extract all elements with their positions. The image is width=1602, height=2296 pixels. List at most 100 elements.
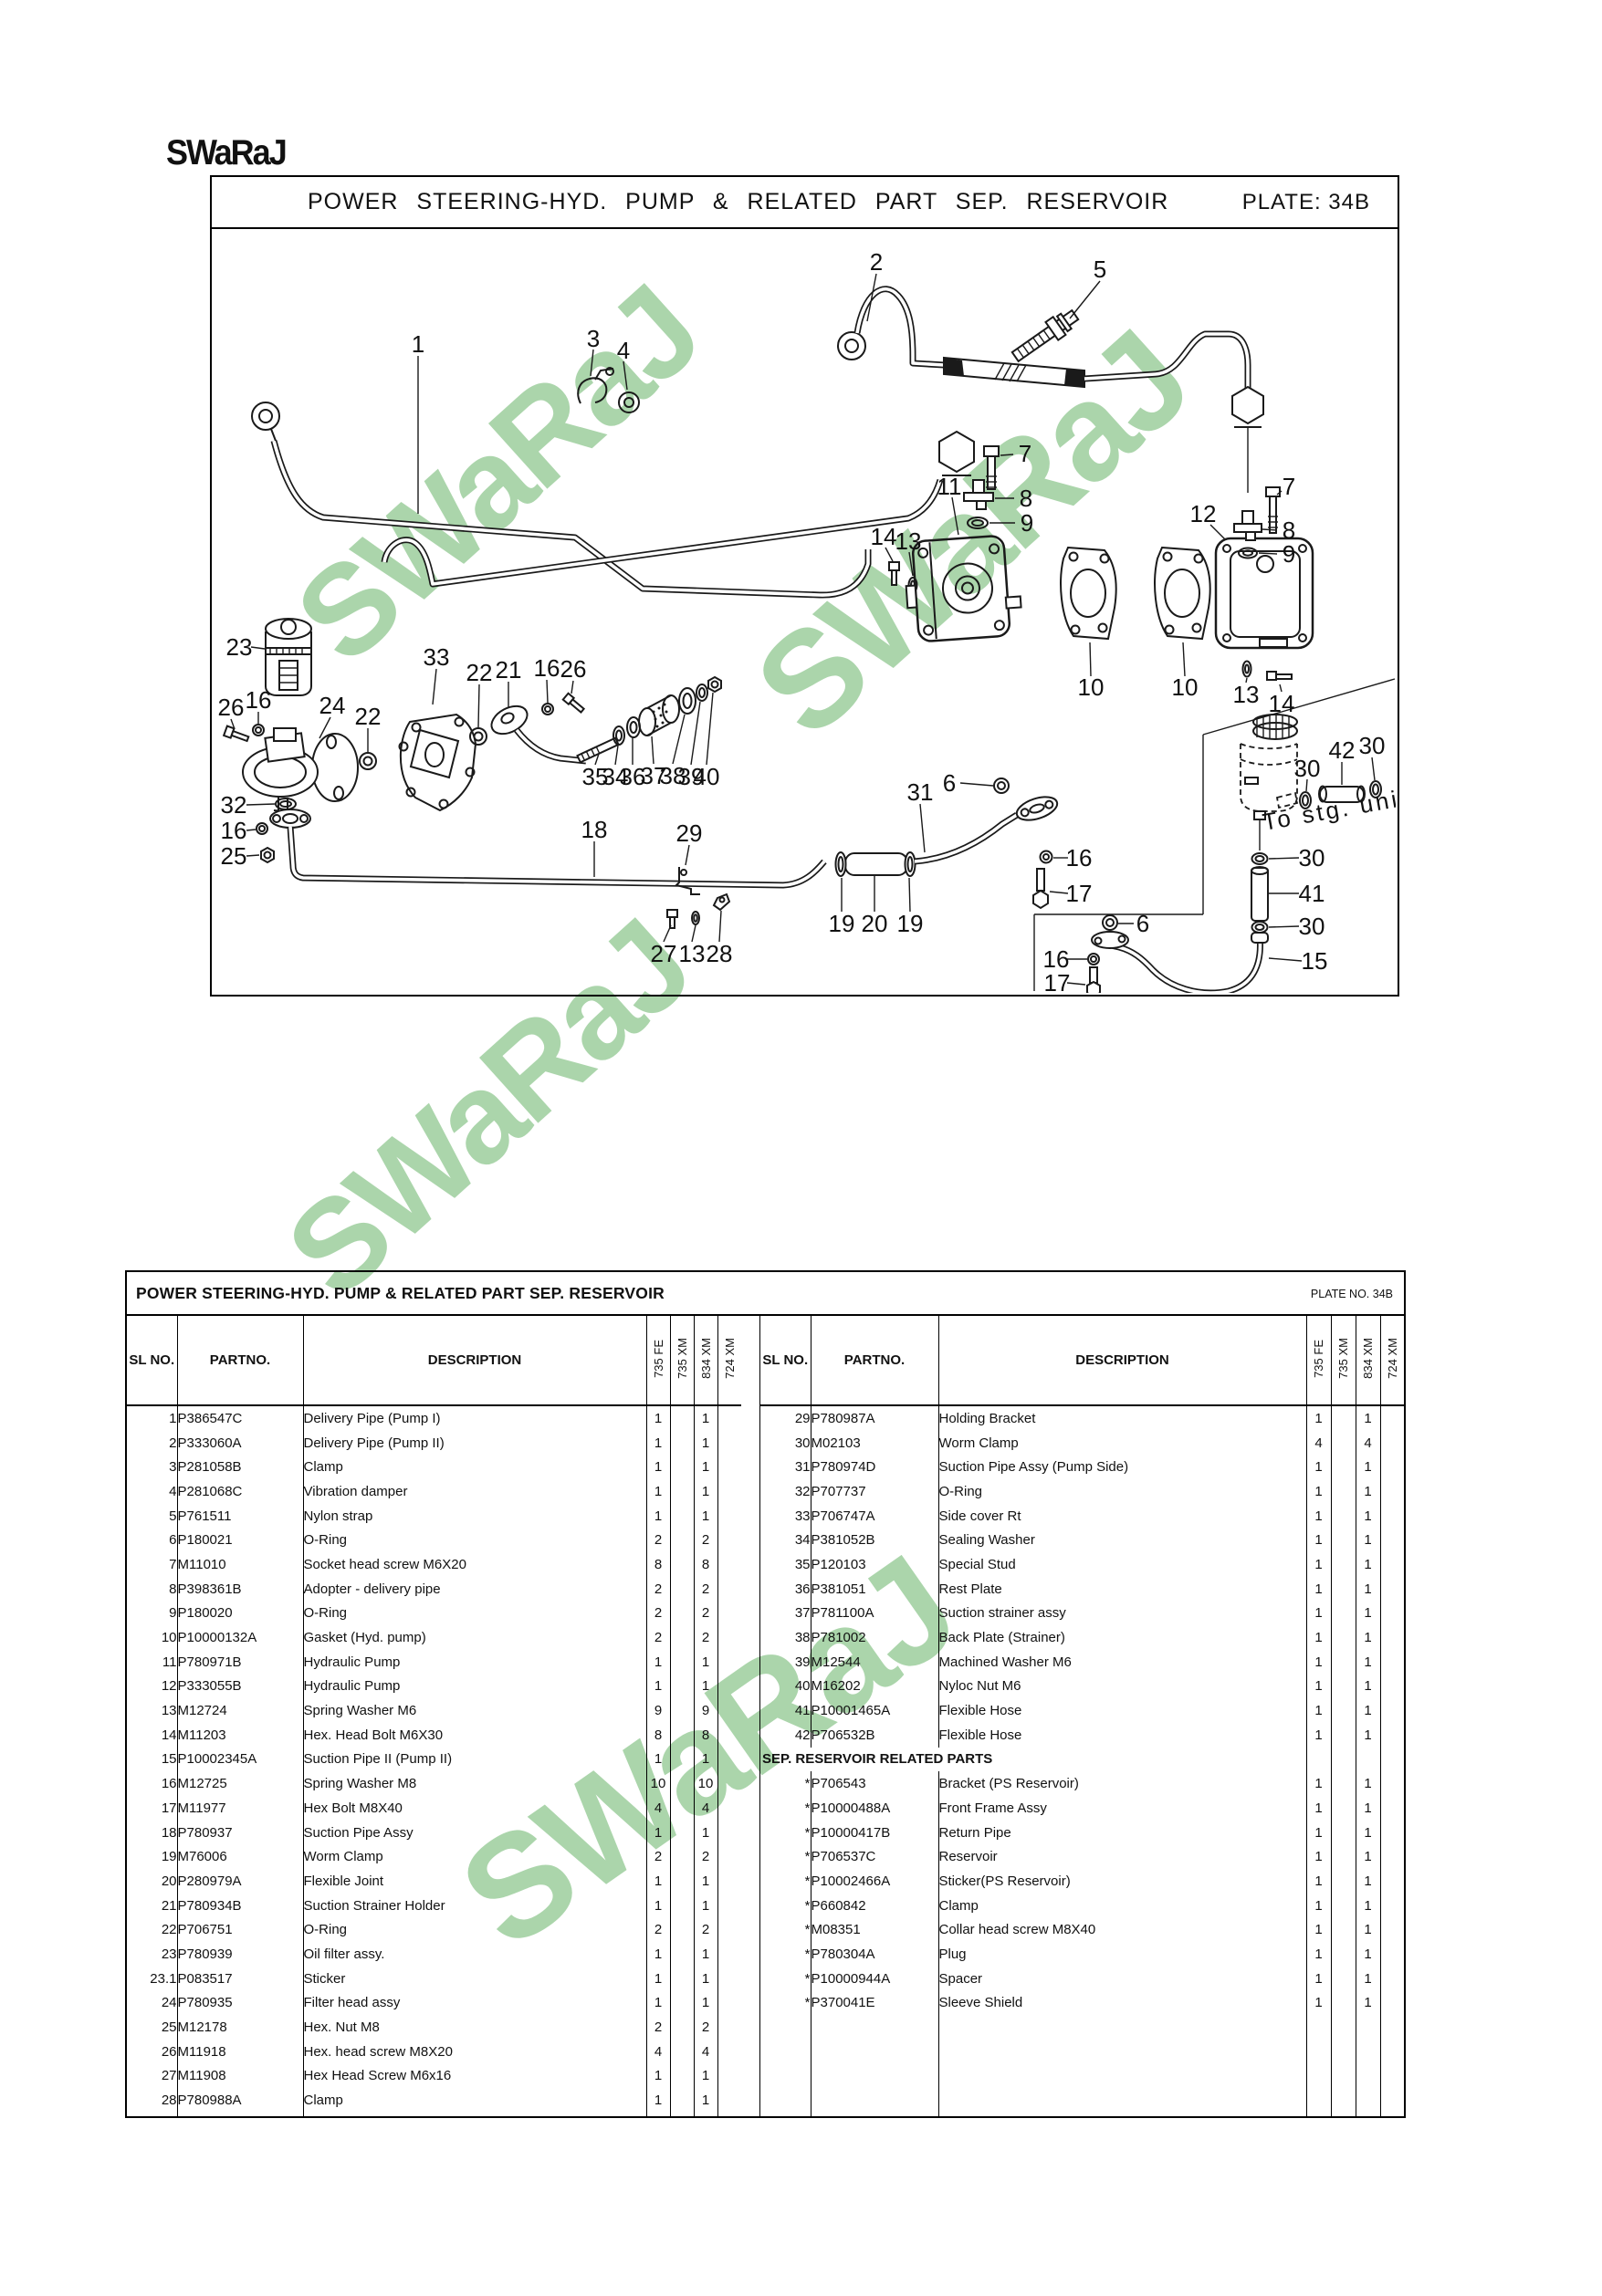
part-label-10: 10 [1172, 673, 1199, 701]
qty-cell [669, 2063, 694, 2089]
filler-cell [1355, 2015, 1380, 2116]
filler-cell [1379, 2015, 1405, 2116]
qty-cell [669, 1430, 694, 1456]
description-cell: Holding Bracket [937, 1405, 1306, 1431]
qty-cell: 1 [693, 1990, 717, 2016]
partno-cell: P780937 [176, 1820, 303, 1845]
sl-cell: 20 [161, 1873, 177, 1889]
qty-cell [717, 1820, 741, 1845]
filler-cell [693, 2112, 717, 2116]
col-partno: PARTNO. [176, 1316, 303, 1406]
partno-cell: P761511 [176, 1503, 303, 1529]
part-label-7: 7 [1283, 473, 1295, 500]
partno-cell: P706537C [810, 1844, 938, 1870]
clamp-part3 [577, 367, 614, 404]
sl-cell: 24 [161, 1995, 177, 2011]
qty-cell [1379, 1479, 1405, 1504]
sl-cell: 34 [794, 1532, 811, 1549]
partno-cell: P381051 [810, 1576, 938, 1602]
clamp-28 [712, 892, 731, 912]
filler-cell [717, 2112, 741, 2116]
qty-cell [717, 1528, 741, 1553]
col-description: DESCRIPTION [937, 1316, 1306, 1406]
qty-cell: 1 [1305, 1503, 1331, 1529]
sl-cell: 27 [161, 2068, 177, 2084]
sl-cell: 2 [169, 1435, 177, 1451]
description-cell: Front Frame Assy [937, 1796, 1306, 1821]
description-cell: Clamp [302, 1455, 646, 1480]
qty-cell [1379, 1528, 1405, 1553]
description-cell: Filter head assy [302, 1990, 646, 2016]
qty-cell [1379, 1674, 1405, 1699]
part-label-11: 11 [937, 473, 962, 500]
washer-part16e [1087, 953, 1100, 965]
qty-cell: 1 [1305, 1674, 1331, 1699]
qty-cell [1379, 1576, 1405, 1602]
qty-cell [669, 1966, 694, 1991]
leader-line [685, 844, 690, 866]
sl-cell: 23.1 [150, 1970, 177, 1987]
qty-cell [669, 1893, 694, 1918]
qty-cell: 1 [693, 1893, 717, 1918]
flexible-hose-41 [1251, 866, 1269, 922]
qty-cell [1379, 1552, 1405, 1577]
flexible-joint [834, 851, 916, 877]
partno-cell: P10002466A [810, 1869, 938, 1894]
partno-cell: P660842 [810, 1893, 938, 1918]
partno-cell: P333060A [176, 1430, 303, 1456]
adapter-part8-right [1233, 510, 1262, 541]
qty-cell [1379, 1771, 1405, 1796]
partno-cell: P780935 [176, 1990, 303, 2016]
qty-cell: 4 [1355, 1430, 1380, 1456]
qty-cell: 2 [645, 1844, 670, 1870]
partno-cell: P386547C [176, 1405, 303, 1431]
diagram-title-bar: POWER STEERING-HYD. PUMP & RELATED PART … [212, 177, 1398, 229]
partno-cell: M11908 [176, 2063, 303, 2089]
partno-cell: P10000417B [810, 1820, 938, 1845]
qty-cell [717, 1430, 741, 1456]
sl-cell: 29 [794, 1410, 811, 1426]
section-header-row: SEP. RESERVOIR RELATED PARTS [760, 1747, 1405, 1772]
partno-cell: P370041E [810, 1990, 938, 2016]
qty-cell: 1 [1355, 1820, 1380, 1845]
plate-number: PLATE: 34B [1241, 190, 1370, 214]
sl-cell: 1 [169, 1410, 177, 1426]
qty-cell [1330, 1601, 1356, 1626]
qty-cell: 4 [693, 1796, 717, 1821]
leader-line [1089, 642, 1092, 677]
part-label-40: 40 [694, 763, 720, 790]
description-cell: Hydraulic Pump [302, 1649, 646, 1675]
sl-cell: 25 [161, 2019, 177, 2036]
part-label-8: 8 [1283, 517, 1295, 544]
qty-cell: 1 [1305, 1479, 1331, 1504]
qty-cell [669, 1552, 694, 1577]
qty-cell: 1 [1305, 1869, 1331, 1894]
partno-cell: P10000944A [810, 1966, 938, 1991]
qty-cell: 1 [693, 1455, 717, 1480]
description-cell: Hex Bolt M8X40 [302, 1796, 646, 1821]
qty-cell [717, 1455, 741, 1480]
qty-cell [717, 2088, 741, 2113]
hydraulic-pump-2 [1214, 537, 1314, 650]
part-label-27: 27 [651, 940, 677, 967]
description-cell: Bracket (PS Reservoir) [937, 1771, 1306, 1796]
leader-line [1305, 778, 1308, 792]
description-cell: Spring Washer M8 [302, 1771, 646, 1796]
sl-cell: 33 [794, 1508, 811, 1524]
leader-line [246, 803, 276, 806]
qty-cell [717, 1649, 741, 1675]
qty-cell: 9 [693, 1698, 717, 1723]
qty-cell: 2 [693, 2015, 717, 2040]
partno-cell: P281068C [176, 1479, 303, 1504]
qty-cell [717, 1576, 741, 1602]
qty-cell [717, 1771, 741, 1796]
qty-cell: 1 [1355, 1455, 1380, 1480]
qty-cell [1330, 1528, 1356, 1553]
